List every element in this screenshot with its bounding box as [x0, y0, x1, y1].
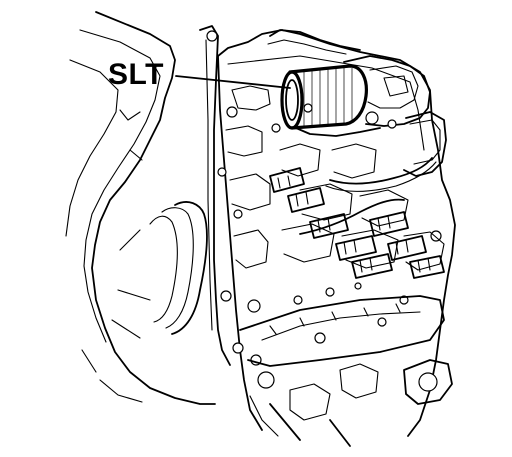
valve-body — [206, 29, 456, 447]
callout-label: SLT — [108, 58, 164, 91]
solenoid — [267, 29, 447, 177]
callout-leader-line — [175, 75, 291, 89]
transmission-case — [65, 11, 231, 405]
